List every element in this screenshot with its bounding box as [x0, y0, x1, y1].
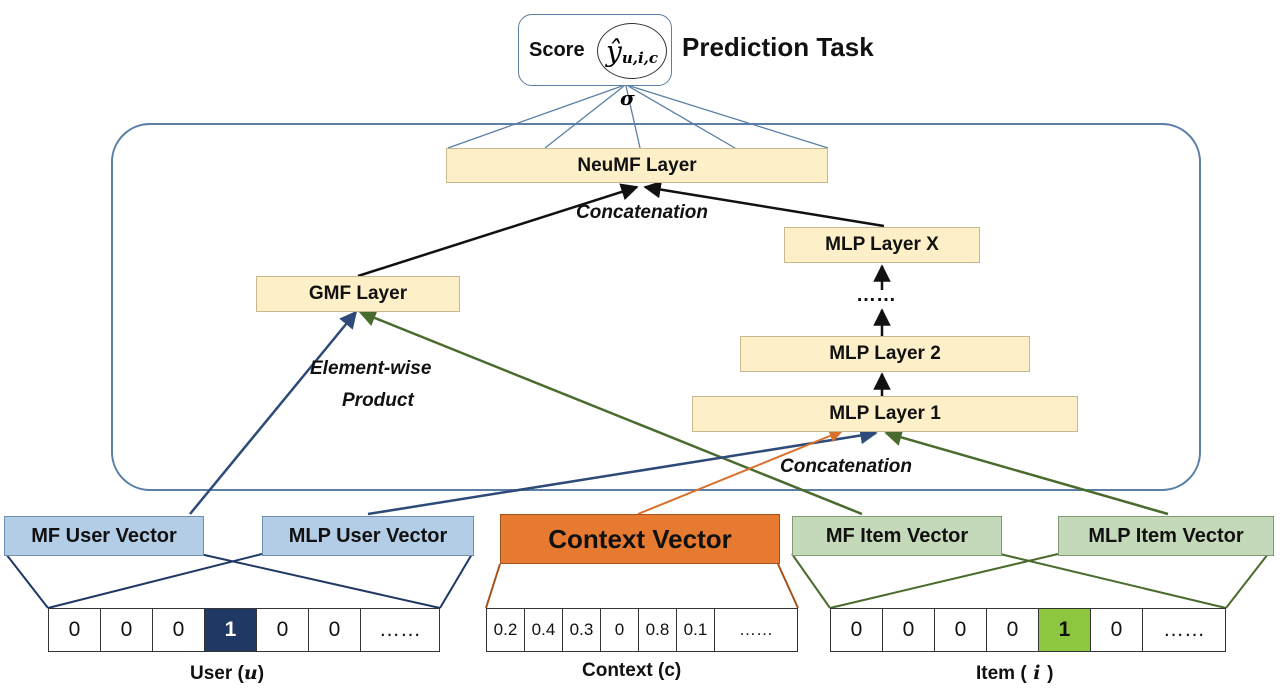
mfitem-to-gmf-arrow	[358, 309, 863, 516]
item-input-label: Item ( i )	[976, 662, 1053, 685]
mlpx-to-neumf-arrow	[643, 180, 885, 228]
context-cell: 0.8	[639, 609, 677, 651]
sigma-label: σ	[620, 86, 635, 110]
item-input-vector: 0 0 0 0 1 0 ……	[830, 608, 1226, 652]
mlp-item-vector: MLP Item Vector	[1058, 516, 1274, 556]
element-wise-label: Element-wise	[310, 358, 432, 379]
user-input-vector: 0 0 0 1 0 0 ……	[48, 608, 440, 652]
score-label: Score	[529, 38, 585, 61]
context-cell-ellipsis: ……	[739, 620, 773, 639]
mlp-layer-1: MLP Layer 1	[692, 396, 1078, 432]
mlpitem-to-mlp1-arrow	[884, 428, 1169, 516]
mlp-layer-2: MLP Layer 2	[740, 336, 1030, 372]
mlp-layer-x: MLP Layer X	[784, 227, 980, 263]
item-input-lines	[791, 553, 1269, 609]
user-label-close: )	[257, 663, 265, 684]
item-cell: 0	[883, 609, 935, 651]
context-cell: 0.2	[487, 609, 525, 651]
item-label-var: i	[1026, 662, 1048, 684]
y-hat-subscript: u,i,c	[621, 49, 658, 67]
concatenation-bottom-label: Concatenation	[780, 456, 912, 477]
user-input-lines	[5, 553, 473, 609]
context-to-mlp1-arrow	[637, 429, 844, 515]
context-cell: 0	[601, 609, 639, 651]
mlp-user-vector: MLP User Vector	[262, 516, 474, 556]
concatenation-top-label: Concatenation	[576, 202, 708, 223]
product-label: Product	[342, 390, 414, 411]
item-label-text: Item (	[976, 663, 1027, 684]
user-cell: 0	[257, 609, 309, 651]
item-cell: 0	[1091, 609, 1143, 651]
gmf-to-neumf-arrow	[357, 183, 639, 278]
gmf-layer: GMF Layer	[256, 276, 460, 312]
context-input-lines	[485, 563, 799, 609]
user-cell: 0	[49, 609, 101, 651]
mlpuser-to-mlp1-arrow	[367, 426, 878, 516]
mf-item-vector: MF Item Vector	[792, 516, 1002, 556]
item-cell-ellipsis: ……	[1163, 618, 1205, 641]
context-cell: 0.3	[563, 609, 601, 651]
user-input-label: User (u)	[190, 662, 264, 685]
context-cell: 0.1	[677, 609, 715, 651]
mfuser-to-gmf-arrow	[189, 310, 358, 515]
neumf-layer: NeuMF Layer	[446, 148, 828, 183]
prediction-task-label: Prediction Task	[682, 32, 874, 62]
mf-user-vector: MF User Vector	[4, 516, 204, 556]
user-cell: 0	[153, 609, 205, 651]
item-cell: 0	[831, 609, 883, 651]
item-cell: 0	[987, 609, 1039, 651]
user-cell-active: 1	[205, 609, 257, 651]
user-cell-ellipsis: ……	[379, 618, 421, 641]
context-vector: Context Vector	[500, 514, 780, 564]
context-input-label: Context (c)	[582, 660, 682, 681]
user-label-var: u	[243, 662, 258, 684]
context-input-vector: 0.2 0.4 0.3 0 0.8 0.1 ……	[486, 608, 798, 652]
user-cell: 0	[309, 609, 361, 651]
model-panel	[111, 123, 1201, 491]
item-label-close: )	[1047, 663, 1054, 684]
item-cell: 0	[935, 609, 987, 651]
user-cell: 0	[101, 609, 153, 651]
user-label-text: User (	[190, 663, 244, 684]
neumf-to-score-lines	[447, 85, 829, 149]
item-cell-active: 1	[1039, 609, 1091, 651]
mlp-ellipsis: ……	[856, 284, 896, 306]
context-cell: 0.4	[525, 609, 563, 651]
y-hat-symbol: ŷ	[605, 34, 622, 68]
